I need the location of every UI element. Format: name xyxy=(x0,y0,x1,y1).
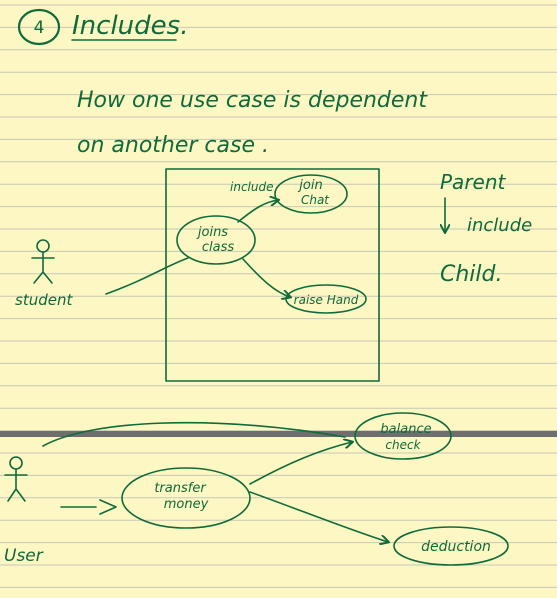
raise-hand-label: raise Hand xyxy=(294,293,359,307)
use-case-join-chat xyxy=(274,174,348,214)
transfer-to-balance-arrow xyxy=(249,442,352,485)
use-case-transfer-money xyxy=(121,467,251,529)
definition-line-2: on another case . xyxy=(77,133,269,158)
system-boundary-box xyxy=(165,168,380,382)
include-arrow-join-chat xyxy=(237,200,278,223)
joins-class-line-1: joins xyxy=(196,225,228,240)
joins-class-line-2: class xyxy=(202,240,234,255)
section-title: Includes. xyxy=(72,11,188,41)
page-separator xyxy=(0,431,557,437)
parent-label: Parent xyxy=(440,170,507,194)
association-line xyxy=(105,257,189,295)
use-case-joins-class xyxy=(176,215,256,265)
section-number-circle xyxy=(17,8,61,46)
student-label: student xyxy=(15,291,73,309)
student-actor-icon xyxy=(31,239,55,284)
user-to-balance-line xyxy=(42,421,346,447)
section-number: 4 xyxy=(34,18,45,38)
definition-line-1: How one use case is dependent xyxy=(77,88,428,113)
include-arrow-label: include xyxy=(230,180,273,194)
transfer-to-deduction-arrow xyxy=(249,491,388,542)
transfer-money-line-1: transfer xyxy=(154,481,207,496)
child-label: Child. xyxy=(440,262,503,287)
ruled-lines xyxy=(0,4,557,588)
user-label: User xyxy=(4,546,44,566)
balance-check-line-2: check xyxy=(385,438,421,452)
transfer-money-line-2: money xyxy=(164,497,209,512)
include-label: include xyxy=(467,215,532,236)
use-case-balance-check xyxy=(354,412,452,460)
balance-check-line-1: balance xyxy=(380,422,431,437)
include-arrow-raise-hand xyxy=(242,258,290,297)
use-case-deduction xyxy=(393,526,509,566)
user-actor-icon xyxy=(4,456,28,502)
join-chat-line-1: join xyxy=(297,178,322,193)
user-to-transfer-arrowhead xyxy=(99,499,117,515)
deduction-label: deduction xyxy=(421,539,491,555)
join-chat-line-2: Chat xyxy=(301,193,330,207)
